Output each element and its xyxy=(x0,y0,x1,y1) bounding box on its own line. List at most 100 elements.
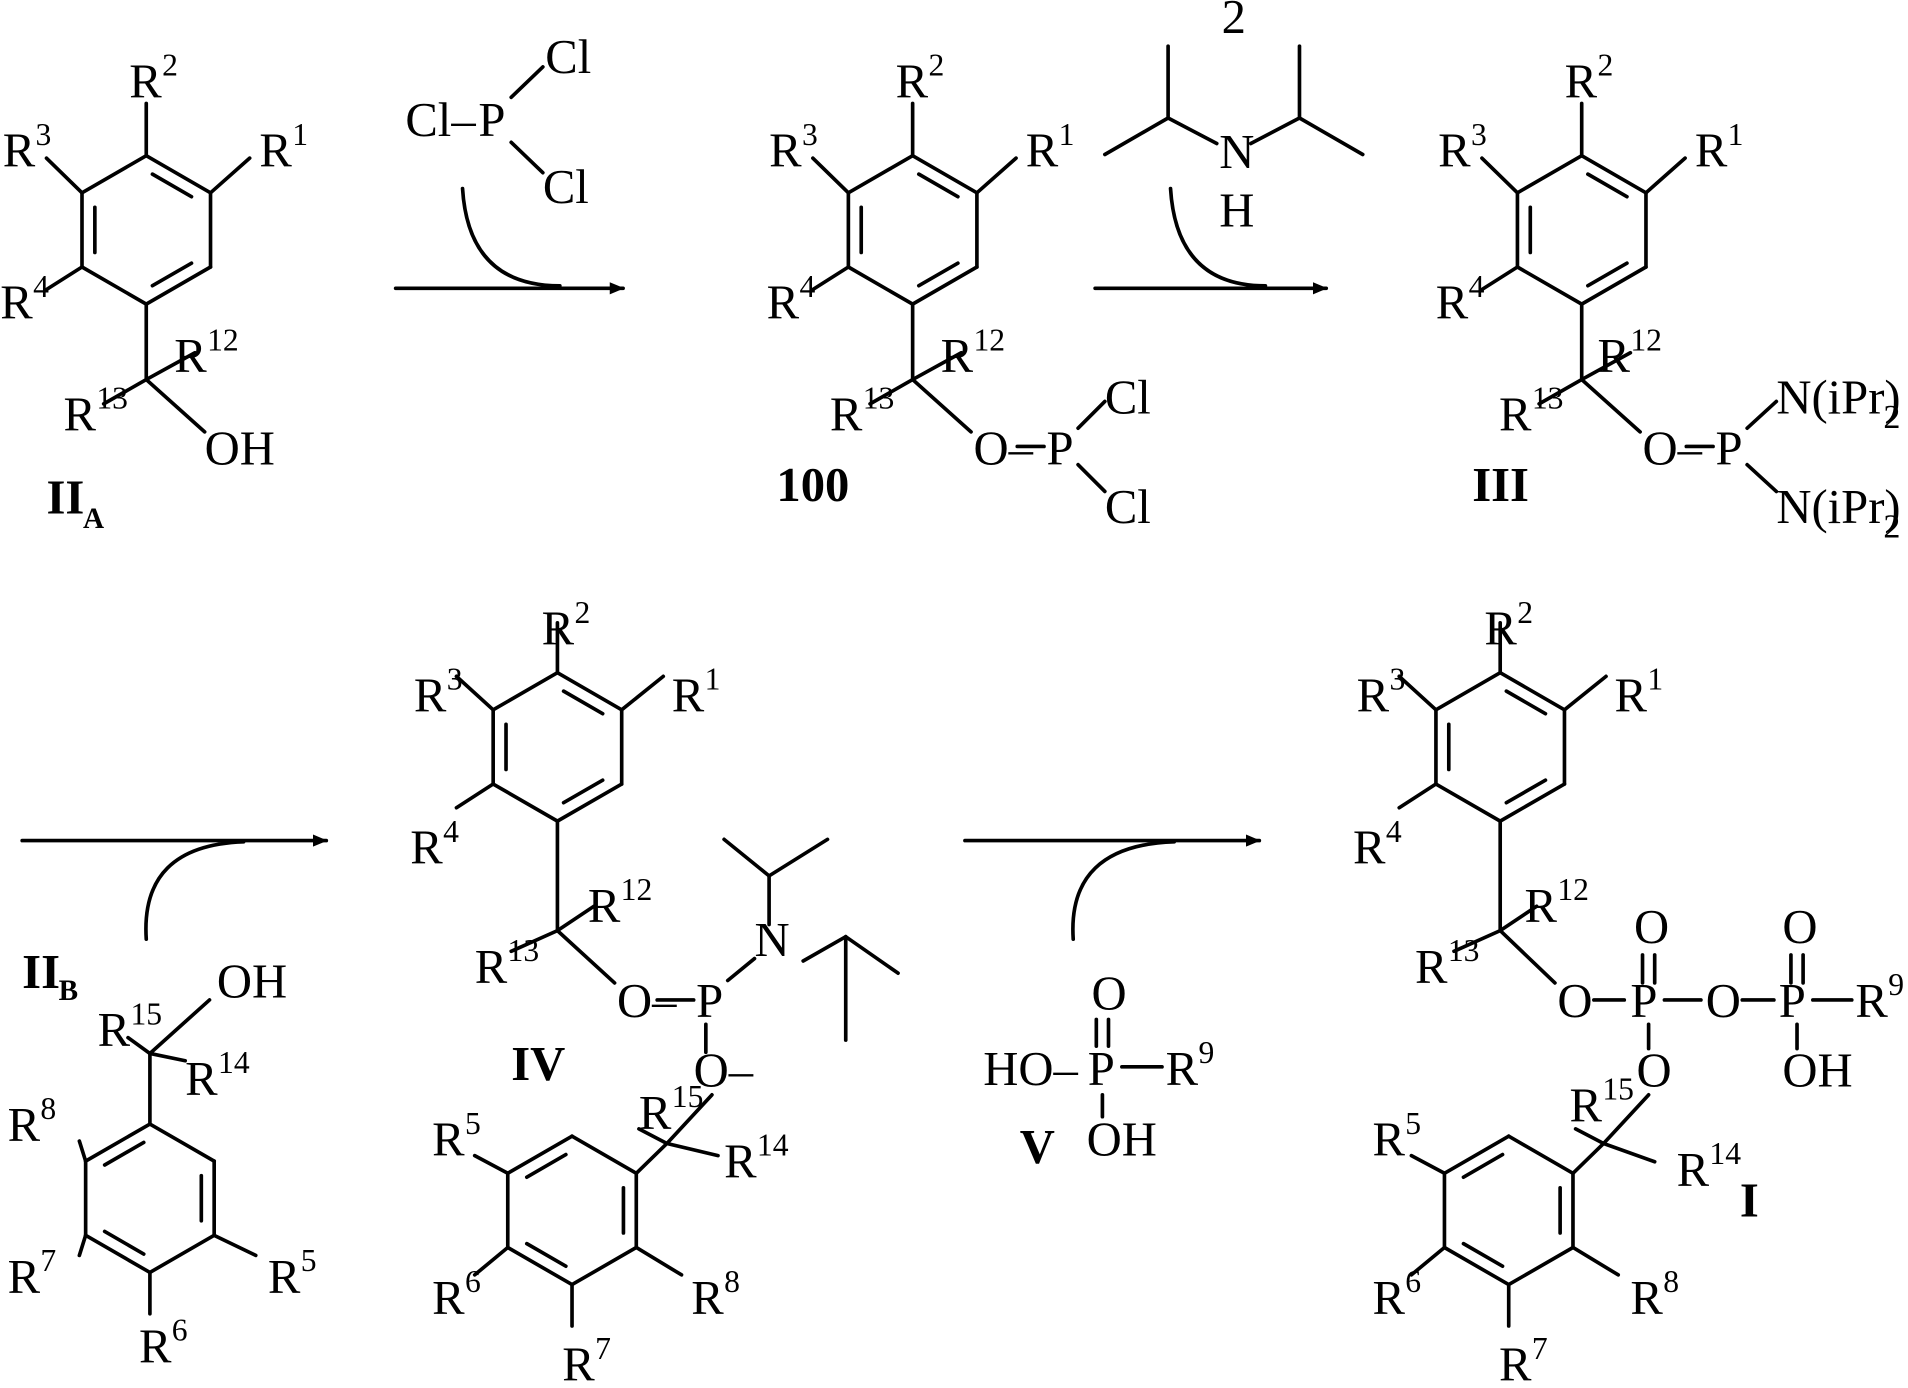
c100-r12-sup: 12 xyxy=(973,322,1005,357)
iv-r1-sup: 1 xyxy=(705,662,721,697)
bond-line xyxy=(511,67,543,97)
v-hydroxyl-bottom: OH xyxy=(1087,1113,1157,1167)
iib-r6-sup: 6 xyxy=(172,1313,188,1348)
iia-r1-r: R xyxy=(259,124,292,178)
bond-line xyxy=(1582,380,1640,432)
iib-hydroxyl: OH xyxy=(217,955,287,1009)
bond-line xyxy=(1105,118,1168,154)
iia-r12-r: R xyxy=(174,329,207,383)
c100-r2-r: R xyxy=(896,54,929,108)
ring-bond xyxy=(848,267,912,304)
iv-r5-r: R xyxy=(432,1113,465,1167)
iv-r15-r: R xyxy=(639,1086,672,1140)
iv-r1-r: R xyxy=(672,669,705,723)
bond-line xyxy=(1482,267,1517,290)
i-r6-sup: 6 xyxy=(1405,1264,1421,1299)
c100-r3-r: R xyxy=(769,124,802,178)
bond-line xyxy=(128,1038,150,1054)
label-iia-subscript: A xyxy=(83,503,104,535)
c100-r1-r: R xyxy=(1026,124,1059,178)
bond-line xyxy=(1500,931,1555,983)
ring-bond xyxy=(82,267,146,304)
pcl3-cl-bottom: Cl xyxy=(543,160,589,214)
bond-line xyxy=(913,380,971,432)
iv-nitrogen: N xyxy=(754,913,789,967)
iib-r14-sup: 14 xyxy=(218,1045,250,1080)
diisopropylamine-equiv: 2 xyxy=(1222,0,1246,44)
bond-line xyxy=(813,267,848,290)
ring-bond xyxy=(572,1136,636,1173)
i-oxygen-1: O xyxy=(1557,974,1592,1028)
iib-r7-r: R xyxy=(8,1250,41,1304)
iv-r2-r: R xyxy=(542,602,575,656)
c100-phosphorus: P xyxy=(1046,422,1073,476)
iv-r6-r: R xyxy=(432,1271,465,1325)
bond-line xyxy=(1646,158,1685,193)
ring-bond xyxy=(150,1235,214,1272)
iib-curved-arrow-tail xyxy=(146,842,244,939)
iv-r15-sup: 15 xyxy=(672,1079,704,1114)
ring-bond xyxy=(1517,156,1581,193)
bond-line xyxy=(1411,1156,1444,1174)
i-r2-sup: 2 xyxy=(1517,595,1533,630)
i-r8-sup: 8 xyxy=(1663,1264,1679,1299)
i-r2-r: R xyxy=(1484,602,1517,656)
iib-r14-r: R xyxy=(185,1052,218,1106)
iv-r14-sup: 14 xyxy=(757,1128,789,1163)
reagent-diisopropylamine: 2NH xyxy=(1105,0,1363,286)
i-r15-sup: 15 xyxy=(1602,1072,1634,1107)
bond-line xyxy=(1573,1143,1604,1173)
iii-r13-sup: 13 xyxy=(1532,381,1564,416)
label-iib: II xyxy=(22,945,60,999)
iia-r3-r: R xyxy=(3,124,36,178)
iv-r3-r: R xyxy=(414,669,447,723)
bond-line xyxy=(1564,676,1606,709)
iib-r15-sup: 15 xyxy=(130,996,162,1031)
iv-r2-sup: 2 xyxy=(574,595,590,630)
ring-bond xyxy=(848,156,912,193)
bond-line xyxy=(1299,118,1362,154)
iib-r5-r: R xyxy=(268,1250,301,1304)
diisopropylamine-hydrogen: H xyxy=(1219,183,1254,237)
label-iii: III xyxy=(1472,458,1529,512)
bond-line xyxy=(150,1053,185,1060)
iv-r6-sup: 6 xyxy=(465,1264,481,1299)
bond-line xyxy=(846,937,898,973)
label-iib-subscript: B xyxy=(59,975,78,1007)
bond-line xyxy=(667,1143,718,1155)
bond-line xyxy=(214,1235,256,1255)
bond-line xyxy=(1573,1247,1618,1274)
bond-line xyxy=(769,839,827,875)
iii-r4-r: R xyxy=(1436,276,1469,330)
iv-r3-sup: 3 xyxy=(447,662,463,697)
iib-r8-r: R xyxy=(8,1098,41,1152)
label-iv: IV xyxy=(511,1037,565,1091)
bond-line xyxy=(1168,118,1217,144)
pcl3-cl-left: Cl– xyxy=(405,93,476,147)
bond-line xyxy=(511,142,543,172)
ring-bond xyxy=(82,156,146,193)
bond-line xyxy=(557,931,614,983)
i-r4-sup: 4 xyxy=(1386,814,1402,849)
compound-iii: R2R1R3R4R12R13O–PN(iPr)2N(iPr)2III xyxy=(1436,47,1901,545)
reagent-v: OHO–PR9OHV xyxy=(983,842,1214,1174)
bond-line xyxy=(803,937,846,961)
v-oxygen-double: O xyxy=(1091,967,1126,1021)
bond-line xyxy=(813,158,848,193)
i-r5-r: R xyxy=(1372,1113,1405,1167)
iv-r12-sup: 12 xyxy=(621,872,653,907)
iib-r6-r: R xyxy=(139,1319,172,1373)
i-r6-r: R xyxy=(1372,1271,1405,1325)
iia-r2-r: R xyxy=(129,54,162,108)
i-r7-r: R xyxy=(1499,1338,1532,1388)
iv-r13-sup: 13 xyxy=(508,933,540,968)
ring-bond xyxy=(1517,267,1581,304)
bond-line xyxy=(1251,118,1300,144)
i-oxygen-bridge: O xyxy=(1706,974,1741,1028)
iii-r2-sup: 2 xyxy=(1598,47,1614,82)
iii-diisopropylamino-bottom-subscript: 2 xyxy=(1883,509,1900,546)
iv-r4-sup: 4 xyxy=(443,814,459,849)
ring-bond xyxy=(572,1247,636,1284)
i-oxo-2: O xyxy=(1782,900,1817,954)
